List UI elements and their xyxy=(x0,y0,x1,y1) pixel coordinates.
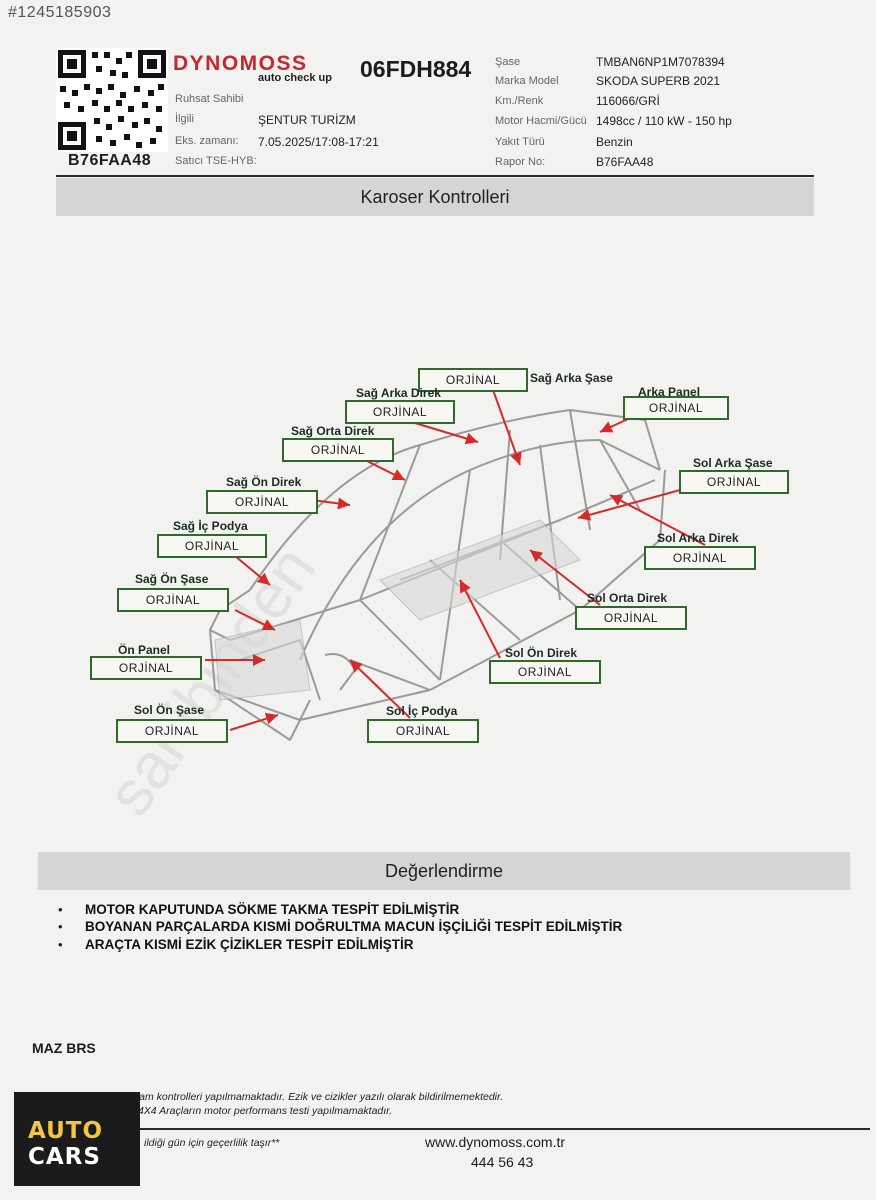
exam-time-label: Eks. zamanı: xyxy=(175,135,239,147)
header-divider xyxy=(56,175,814,177)
listing-id: #1245185903 xyxy=(8,4,112,21)
evaluation-text: BOYANAN PARÇALARDA KISMİ DOĞRULTMA MACUN… xyxy=(85,919,623,934)
part-label-sag-orta-direk: Sağ Orta Direk xyxy=(291,424,375,438)
make-model-value: SKODA SUPERB 2021 xyxy=(596,74,721,88)
logo-line2: CARS xyxy=(28,1144,101,1170)
km-color-label: Km./Renk xyxy=(495,95,544,107)
part-status-sol-ic-podya: ORJİNAL xyxy=(367,719,479,743)
part-status-sag-orta-direk: ORJİNAL xyxy=(282,438,394,462)
part-status-sag-ic-podya: ORJİNAL xyxy=(157,534,267,558)
part-label-sag-on-direk: Sağ Ön Direk xyxy=(226,475,302,489)
part-status-sag-on-direk: ORJİNAL xyxy=(206,490,318,514)
logo-line1: AUTO xyxy=(28,1118,104,1144)
autocars-logo: AUTO CARS xyxy=(14,1092,140,1186)
report-no-label: Rapor No: xyxy=(495,156,546,168)
inspector-name: MAZ BRS xyxy=(32,1040,96,1056)
part-label-sol-on-direk: Sol Ön Direk xyxy=(505,646,578,660)
brand-tagline: auto check up xyxy=(258,72,332,84)
part-status-sag-arka-sase: ORJİNAL xyxy=(418,368,528,392)
part-status-sol-on-sase: ORJİNAL xyxy=(116,719,228,743)
make-model-label: Marka Model xyxy=(495,75,559,87)
fuel-label: Yakıt Türü xyxy=(495,136,545,148)
engine-label: Motor Hacmi/Gücü xyxy=(495,115,587,127)
related-value: ŞENTUR TURİZM xyxy=(258,113,356,127)
owner-label: Ruhsat Sahibi xyxy=(175,93,244,105)
seller-label: Satıcı TSE-HYB: xyxy=(175,155,257,167)
part-status-on-panel: ORJİNAL xyxy=(90,656,202,680)
bullet-icon: • xyxy=(58,919,63,934)
evaluation-item: • BOYANAN PARÇALARDA KISMİ DOĞRULTMA MAC… xyxy=(58,918,622,936)
evaluation-item: • MOTOR KAPUTUNDA SÖKME TAKMA TESPİT EDİ… xyxy=(58,901,459,919)
bullet-icon: • xyxy=(58,902,63,917)
footer-note-1: *Plastik,Cam, Fiber aksam kontrolleri ya… xyxy=(30,1091,504,1103)
part-status-sag-arka-direk: ORJİNAL xyxy=(345,400,455,424)
part-status-sol-orta-direk: ORJİNAL xyxy=(575,606,687,630)
footer-divider xyxy=(140,1128,870,1130)
report-no-value: B76FAA48 xyxy=(596,155,654,169)
evaluation-section-header: Değerlendirme xyxy=(38,852,850,890)
evaluation-item: • ARAÇTA KISMİ EZİK ÇİZİKLER TESPİT EDİL… xyxy=(58,936,414,954)
exam-time-value: 7.05.2025/17:08-17:21 xyxy=(258,135,379,149)
part-label-sol-orta-direk: Sol Orta Direk xyxy=(587,591,668,605)
phone-number: 444 56 43 xyxy=(471,1154,534,1170)
part-label-sol-ic-podya: Sol İç Podya xyxy=(386,704,458,718)
license-plate: 06FDH884 xyxy=(360,56,472,82)
body-section-title: Karoser Kontrolleri xyxy=(360,187,510,207)
website: www.dynomoss.com.tr xyxy=(425,1134,566,1150)
part-label-sag-arka-sase: Sağ Arka Şase xyxy=(530,371,613,385)
evaluation-section-title: Değerlendirme xyxy=(384,861,504,881)
evaluation-text: MOTOR KAPUTUNDA SÖKME TAKMA TESPİT EDİLM… xyxy=(85,902,460,917)
fuel-value: Benzin xyxy=(596,135,633,149)
chassis-value: TMBAN6NP1M7078394 xyxy=(596,55,725,69)
bullet-icon: • xyxy=(58,937,63,952)
part-status-sol-arka-sase: ORJİNAL xyxy=(679,470,789,494)
qr-code-text: B76FAA48 xyxy=(68,152,152,169)
part-status-sol-on-direk: ORJİNAL xyxy=(489,660,601,684)
part-label-arka-panel: Arka Panel xyxy=(638,385,701,399)
body-section-header: Karoser Kontrolleri xyxy=(56,178,814,216)
part-label-sag-on-sase: Sağ Ön Şase xyxy=(135,572,209,586)
km-color-value: 116066/GRİ xyxy=(596,94,660,108)
qr-code xyxy=(56,48,168,152)
part-label-sag-ic-podya: Sağ İç Podya xyxy=(173,519,248,533)
part-label-sol-on-sase: Sol Ön Şase xyxy=(134,703,205,717)
chassis-label: Şase xyxy=(495,56,521,68)
part-label-sol-arka-direk: Sol Arka Direk xyxy=(657,531,739,545)
evaluation-text: ARAÇTA KISMİ EZİK ÇİZİKLER TESPİT EDİLMİ… xyxy=(85,937,414,952)
part-status-sag-on-sase: ORJİNAL xyxy=(117,588,229,612)
related-label: İlgili xyxy=(175,113,194,125)
part-label-sol-arka-sase: Sol Arka Şase xyxy=(693,456,773,470)
part-label-sag-arka-direk: Sağ Arka Direk xyxy=(356,386,441,400)
part-label-on-panel: Ön Panel xyxy=(118,643,171,657)
part-status-arka-panel: ORJİNAL xyxy=(623,396,729,420)
part-status-sol-arka-direk: ORJİNAL xyxy=(644,546,756,570)
footer-note-3: ildiği gün için geçerlilik taşır** xyxy=(144,1137,280,1149)
engine-value: 1498cc / 110 kW - 150 hp xyxy=(596,114,732,128)
brand-logo-text: DYNOMOSS xyxy=(173,52,308,75)
